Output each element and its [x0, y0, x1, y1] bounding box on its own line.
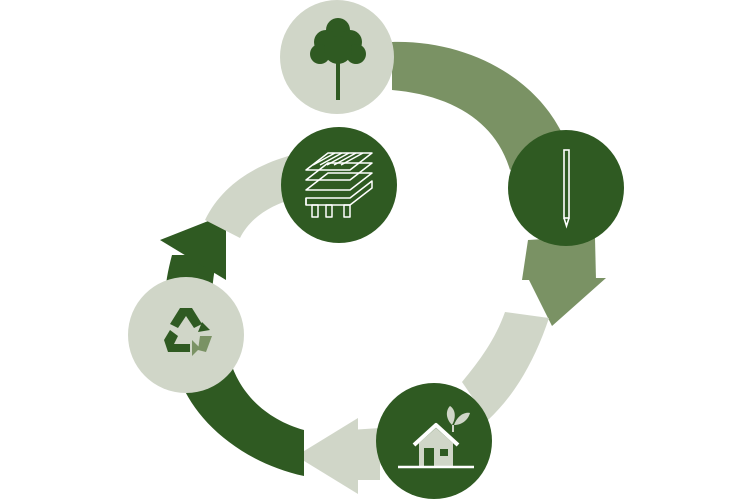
step-tree	[280, 0, 394, 114]
step-recycle-circle	[128, 277, 244, 393]
step-pallet	[281, 127, 397, 243]
arrowhead-left	[296, 418, 358, 494]
arrow-band-tree-to-post	[392, 41, 565, 171]
step-pallet-circle	[281, 127, 397, 243]
timber-post-icon	[563, 149, 570, 229]
arrow-band-to-house	[462, 312, 549, 420]
tree-icon	[310, 18, 366, 100]
step-timber-post	[508, 130, 624, 246]
step-eco-house	[376, 383, 492, 499]
arrow-band-post-down	[522, 238, 596, 280]
arrow-band-bottom-left	[180, 360, 304, 476]
arrowhead-up	[160, 214, 226, 280]
arrowhead-down	[528, 278, 606, 326]
recycle-icon	[164, 308, 212, 356]
step-timber-post-circle	[508, 130, 624, 246]
eco-house-icon	[398, 406, 474, 469]
arrow-band-inner-arc	[205, 155, 296, 238]
pallet-icon	[305, 152, 373, 218]
step-recycle	[128, 277, 244, 393]
